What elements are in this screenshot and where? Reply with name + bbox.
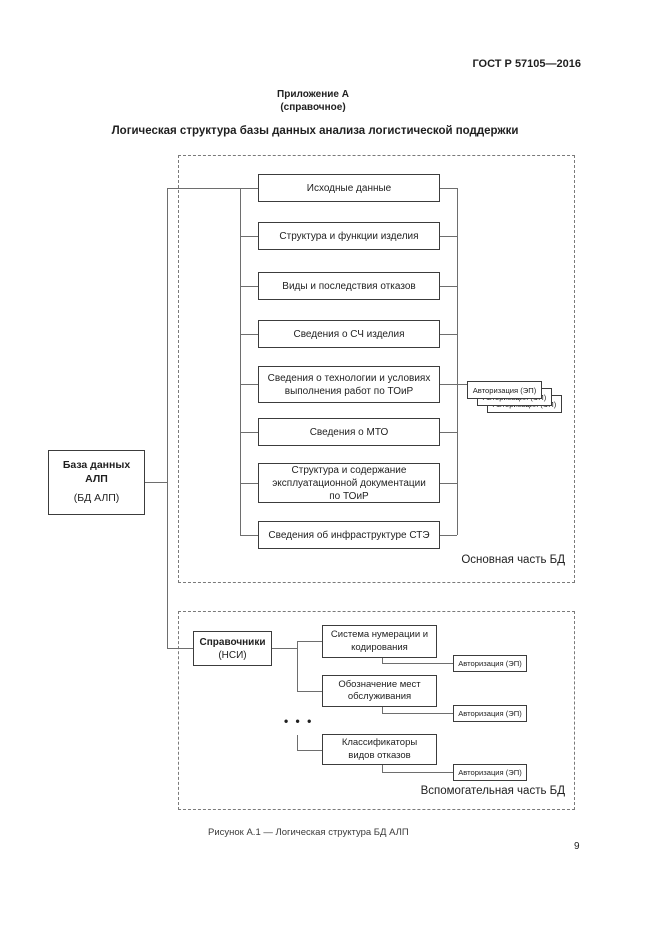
reference-data-name: Справочники — [199, 636, 266, 648]
connector-auth3-horizontal — [382, 772, 453, 773]
page-number: 9 — [574, 841, 580, 852]
connector-right-stub-2 — [440, 236, 457, 237]
connector-root-horizontal — [145, 482, 167, 483]
ellipsis-dots: • • • — [284, 714, 314, 728]
connector-right-stub-7 — [440, 483, 457, 484]
connector-aux-stub-1 — [297, 641, 322, 642]
connector-trunk-top — [167, 188, 258, 189]
appendix-subheading: (справочное) — [280, 102, 346, 113]
connector-right-bus — [457, 188, 458, 535]
connector-auth2-horizontal — [382, 713, 453, 714]
connector-auth3-drop — [382, 765, 383, 773]
appendix-heading: Приложение А — [277, 89, 349, 100]
connector-left-stub-4 — [240, 334, 258, 335]
aux-box-service-locations: Обозначение мест обслуживания — [322, 675, 437, 707]
connector-trunk-vertical — [167, 188, 168, 649]
root-db-name-line1: База данных — [62, 459, 131, 472]
aux-box-failure-classifiers: Классификаторы видов отказов — [322, 734, 437, 765]
connector-left-stub-6 — [240, 432, 258, 433]
connector-left-stub-2 — [240, 236, 258, 237]
connector-right-stub-5-auth — [440, 384, 467, 385]
main-section-frame — [178, 155, 575, 583]
authorization-box-1: Авторизация (ЭП) — [453, 655, 527, 672]
main-box-component-info: Сведения о СЧ изделия — [258, 320, 440, 348]
connector-left-stub-5 — [240, 384, 258, 385]
main-section-label: Основная часть БД — [461, 554, 565, 566]
connector-right-stub-6 — [440, 432, 457, 433]
connector-right-stub-3 — [440, 286, 457, 287]
connector-aux-bus-upper — [297, 641, 298, 692]
connector-auth1-drop — [382, 658, 383, 664]
main-box-maintenance-technology: Сведения о технологии и условиях выполне… — [258, 366, 440, 403]
figure-caption: Рисунок А.1 — Логическая структура БД АЛ… — [208, 827, 409, 838]
root-db-abbrev: (БД АЛП) — [73, 492, 120, 505]
root-db-name-line2: АЛП — [85, 472, 108, 485]
aux-section-label: Вспомогательная часть БД — [420, 785, 565, 797]
aux-box-numbering-system: Система нумерации и кодирования — [322, 625, 437, 658]
page-title: Логическая структура базы данных анализа… — [111, 125, 519, 137]
main-box-source-data: Исходные данные — [258, 174, 440, 202]
connector-aux-stub-3 — [297, 750, 322, 751]
authorization-box-3: Авторизация (ЭП) — [453, 764, 527, 781]
main-box-ste-infrastructure: Сведения об инфраструктуре СТЭ — [258, 521, 440, 549]
connector-right-stub-8 — [440, 535, 457, 536]
connector-aux-entry — [167, 648, 193, 649]
connector-aux-bus-lower — [297, 735, 298, 750]
main-box-failure-modes: Виды и последствия отказов — [258, 272, 440, 300]
connector-ref-out — [272, 648, 297, 649]
connector-auth1-horizontal — [382, 663, 453, 664]
standard-number-header: ГОСТ Р 57105—2016 — [472, 58, 581, 70]
connector-left-stub-7 — [240, 483, 258, 484]
connector-left-stub-3 — [240, 286, 258, 287]
reference-data-box: Справочники (НСИ) — [193, 631, 272, 666]
main-box-operational-docs: Структура и содержание эксплуатационной … — [258, 463, 440, 503]
root-db-box: База данных АЛП (БД АЛП) — [48, 450, 145, 515]
aux-section-frame — [178, 611, 575, 810]
connector-auth2-drop — [382, 707, 383, 714]
connector-right-stub-1 — [440, 188, 457, 189]
reference-data-abbrev: (НСИ) — [218, 649, 247, 661]
connector-left-bus — [240, 188, 241, 535]
main-box-structure-functions: Структура и функции изделия — [258, 222, 440, 250]
authorization-stack-front: Авторизация (ЭП) — [467, 381, 542, 399]
authorization-box-2: Авторизация (ЭП) — [453, 705, 527, 722]
connector-left-stub-8 — [240, 535, 258, 536]
main-box-mto-info: Сведения о МТО — [258, 418, 440, 446]
connector-right-stub-4 — [440, 334, 457, 335]
connector-aux-stub-2 — [297, 691, 322, 692]
